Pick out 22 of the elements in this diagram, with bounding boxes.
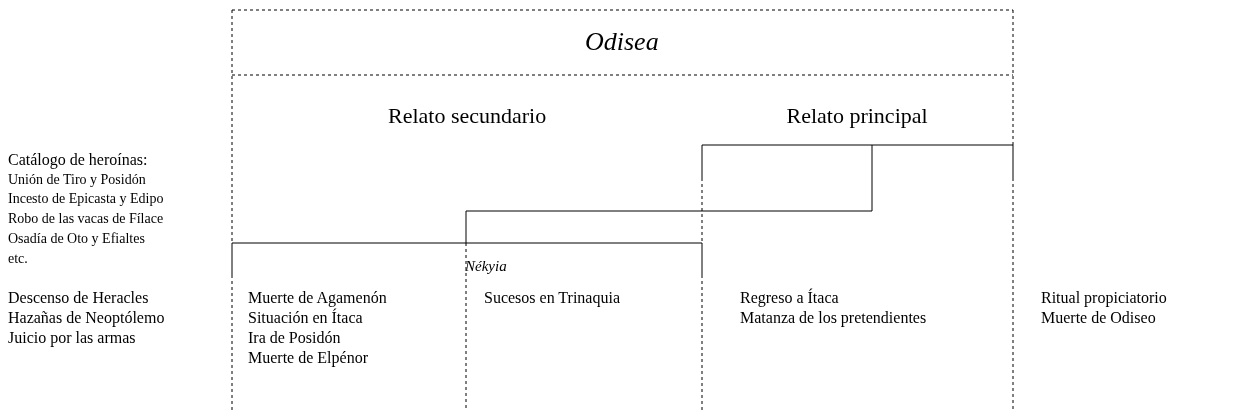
list-item: Unión de Tiro y Posidón [8, 172, 146, 188]
list-item: Descenso de Heracles [8, 289, 149, 307]
section-heading: Relato secundario [388, 104, 547, 129]
list-item: Incesto de Epicasta y Edipo [8, 191, 164, 207]
list-item: Muerte de Odiseo [1041, 309, 1156, 327]
list-item: Regreso a Ítaca [740, 289, 839, 307]
list-item: Muerte de Agamenón [248, 289, 387, 307]
list-item: Matanza de los pretendientes [740, 309, 927, 327]
list-item: Ritual propiciatorio [1041, 289, 1167, 307]
list-item: Osadía de Oto y Efialtes [8, 231, 145, 247]
list-item: etc. [8, 251, 28, 267]
list-item: Muerte de Elpénor [248, 349, 368, 367]
list-item: Hazañas de Neoptólemo [8, 309, 165, 327]
list-item: Juicio por las armas [8, 329, 136, 347]
list-item: Situación en Ítaca [248, 309, 363, 327]
list-item: Ira de Posidón [248, 329, 341, 347]
list-item: Robo de las vacas de Fílace [8, 211, 164, 227]
section-heading: Relato principal [786, 104, 928, 129]
title: Odisea [585, 28, 659, 57]
section-heading: Nékyia [465, 258, 507, 275]
list-heading: Catálogo de heroínas: [8, 151, 148, 169]
list-item: Sucesos en Trinaquia [484, 289, 620, 307]
